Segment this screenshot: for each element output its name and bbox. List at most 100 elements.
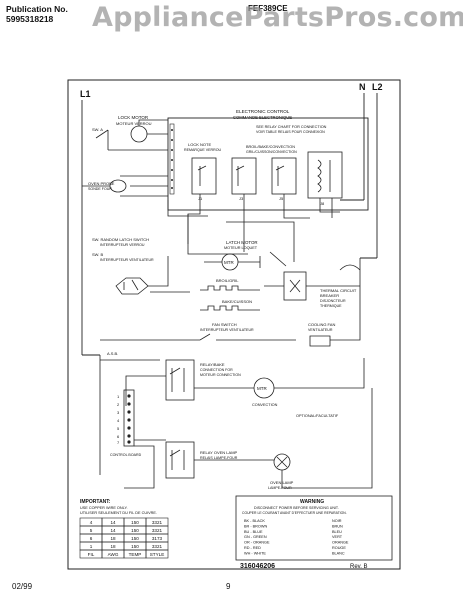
legend-item-fr: BRUN [332, 524, 343, 528]
asb-label: A.S.B. [107, 351, 118, 356]
oven-lamp-label: OVEN LAMP [270, 480, 294, 485]
legend-item-fr: ROUGE [332, 546, 346, 550]
electronic-control-label-fr: COMMANDE ELECTRONIQUE [233, 115, 292, 120]
footer-page: 9 [226, 582, 231, 591]
latch-motor-label-fr: MOTEUR LOQUET [224, 246, 258, 250]
oven-lamp-relay [124, 388, 373, 489]
thermal-breaker [264, 264, 361, 301]
legend-item: BK - BLACK [244, 519, 265, 523]
relay-oven-lamp-label-fr: RELAIS LAMPE-FOUR [200, 456, 238, 460]
fan-switch-label-fr: INTERRUPTEUR VENTILATEUR [200, 328, 254, 332]
table-cell-text: 150 [131, 536, 139, 541]
watermark: AppliancePartsPros.com [92, 2, 463, 33]
diagram-number: 316046206 [240, 563, 275, 570]
svg-text:1: 1 [117, 394, 120, 399]
svg-text:5: 5 [117, 426, 120, 431]
table-cell-text: 150 [131, 520, 139, 525]
legend-item: BR - BROWN [244, 524, 267, 528]
lock-motor-label-fr: MOTEUR VERROU [116, 121, 152, 126]
lock-motor-wiring [82, 119, 208, 217]
relay-bake-label: RELAY/BAKE [200, 362, 225, 367]
revision-label: Rev. B [350, 564, 368, 570]
legend-item: RD - RED [244, 546, 261, 550]
latch-motor-label: LATCH MOTOR [226, 240, 258, 245]
important-line-2: UTILISER SEULEMENT DU FIL DE CUIVRE. [80, 511, 157, 515]
electronic-control-box [167, 117, 369, 211]
publication-block: Publication No. 5995318218 [6, 4, 68, 24]
footer-date: 02/99 [12, 582, 33, 591]
bake-broil-conv-label-fr: GRIL/CUISSON/CONVECTION [246, 150, 297, 154]
model-number: FEF389CE [248, 4, 288, 13]
table-cell-text: 18 [110, 544, 116, 549]
table-cell-text: 3173 [152, 536, 163, 541]
supply-n-label: N [359, 82, 366, 92]
control-board-label: CONTROL BOARD [110, 453, 142, 457]
sw-b-label-fr: INTERRUPTEUR VENTILATEUR [100, 258, 154, 262]
table-cell-text: 14 [110, 528, 116, 533]
oven-probe-label-fr: SONDE FOUR [88, 187, 112, 191]
table-cell [145, 549, 169, 559]
bake-broil-conv-label: BROIL/BAKE/CONVECTION [246, 145, 295, 149]
lock-note-label-fr: REMARQUE VERROU [184, 148, 222, 152]
svg-text:J8: J8 [320, 201, 325, 206]
table-cell-text: 18 [110, 536, 116, 541]
legend-item-fr: BLANC [332, 551, 345, 555]
important-title: IMPORTANT: [80, 499, 111, 505]
control-output-wires [187, 194, 340, 262]
table-cell-text: 5 [90, 528, 93, 533]
legend-item: GN - GREEN [244, 535, 267, 539]
broil-switch-label: BROIL/GRIL [216, 278, 239, 283]
cooling-fan-label-fr: VENTILATEUR [308, 328, 333, 332]
cooling-fan-label: COOLING FAN [308, 322, 335, 327]
optional-label: OPTIONAL/FACULTATIF [296, 414, 339, 418]
fan-wiring [99, 258, 361, 475]
bake-label: BAKE/CUISSON [222, 299, 252, 304]
table-cell-text: 3321 [152, 520, 163, 525]
conv-mtr-text: MTR [257, 386, 267, 391]
table-cell-text: 1 [90, 544, 93, 549]
thermal-label-2: BREAKER [320, 293, 339, 298]
sw-a-label: SW. A [92, 127, 103, 132]
table-cell-text: 3321 [152, 544, 163, 549]
diagram-border [67, 79, 401, 570]
random-latch-label: SW. RANDOM LATCH SWITCH [92, 237, 149, 242]
latch-motor [204, 251, 287, 271]
sw-b-label: SW. B [92, 252, 103, 257]
lock-motor-label: LOCK MOTOR [118, 115, 149, 120]
table-cell-text: 14 [110, 520, 116, 525]
legend-item-fr: ORANGE [332, 541, 349, 545]
convection-relay [125, 358, 365, 406]
table-cell-text: 6 [90, 536, 93, 541]
table-cell-text: 150 [131, 528, 139, 533]
fan-switch-label: FAN SWITCH [212, 322, 237, 327]
control-relays [191, 151, 343, 199]
convection-label: CONVECTION [252, 403, 278, 407]
relay-bake-label-fr: CONNECTION FOR [200, 368, 233, 372]
svg-text:4: 4 [117, 418, 120, 423]
oven-lamp-label-fr: LAMPE-FOUR [268, 486, 292, 490]
table-cell-text: STYLE [150, 552, 165, 557]
oven-probe-label: OVEN PROBE [88, 181, 115, 186]
svg-text:J1: J1 [198, 196, 203, 201]
relay-note: SEE RELAY CHART FOR CONNECTION [256, 125, 327, 129]
table-cell-text: 4 [90, 520, 93, 525]
bake-element [200, 305, 260, 311]
relay-note-fr: VOIR TABLE RELAIS POUR CONNEXION [256, 130, 325, 134]
table-cell-text: 3321 [152, 528, 163, 533]
thermal-label: THERMAL CIRCUIT [320, 288, 357, 293]
control-connector [169, 123, 175, 195]
relay-bake-label-fr2: MOTEUR CONNECTION [200, 373, 241, 377]
svg-text:J3: J3 [239, 196, 244, 201]
important-line-1: USE COPPER WIRE ONLY. [80, 506, 128, 510]
relay-oven-lamp-label: RELAY OVEN LAMP [200, 450, 238, 455]
svg-text:J5: J5 [279, 196, 284, 201]
supply-l2-label: L2 [372, 82, 383, 92]
legend-item: BU - BLUE [244, 530, 263, 534]
thermal-label-fr: DISJONCTEUR [320, 299, 346, 303]
svg-text:3: 3 [117, 410, 120, 415]
legend-item-fr: BLEU [332, 530, 342, 534]
thermal-label-fr2: THERMIQUE [320, 304, 342, 308]
